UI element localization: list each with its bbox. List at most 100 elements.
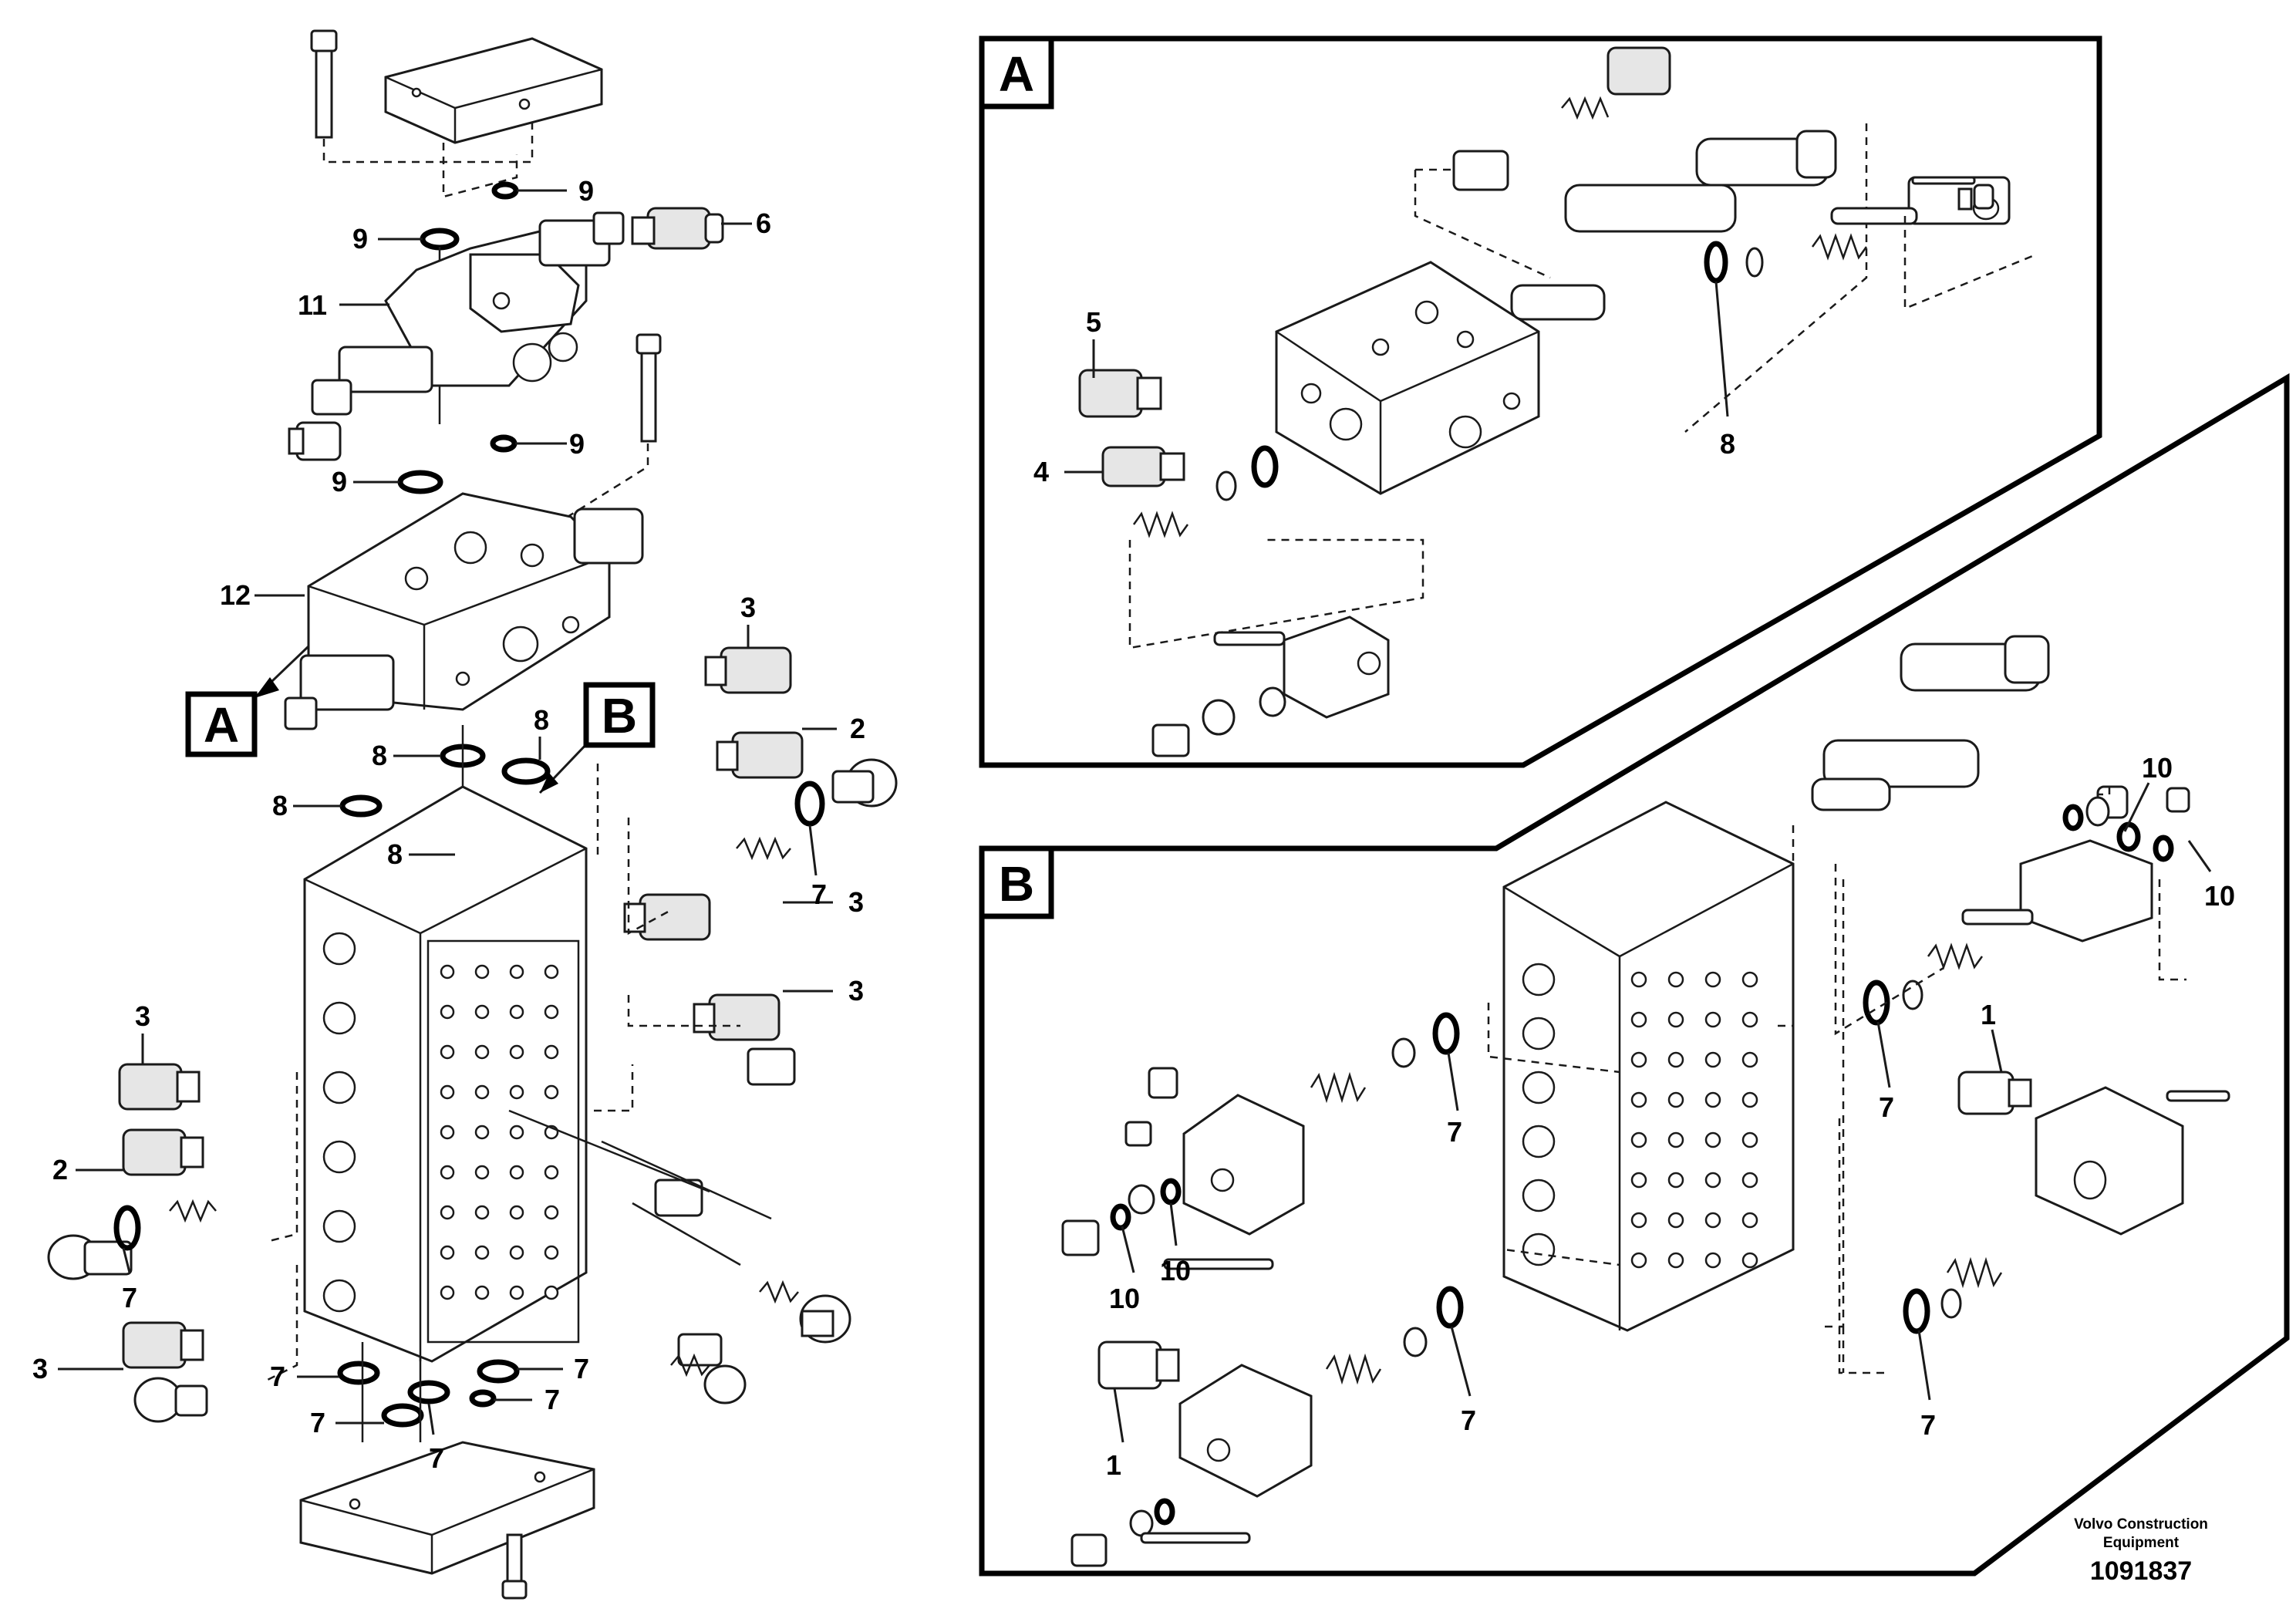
block-port-hole (474, 1084, 490, 1100)
callout-9-c: 9 (569, 428, 585, 460)
block-b-port-hole (1630, 1172, 1647, 1189)
block-large-port (322, 1071, 356, 1104)
callout-1-b-bottom: 1 (1106, 1449, 1121, 1481)
block-port-hole (544, 1084, 559, 1100)
callout-10-b-top: 10 (2142, 752, 2173, 784)
callout-3-bottom-left: 3 (32, 1353, 48, 1384)
callout-2-left: 2 (52, 1154, 68, 1185)
callout-5: 5 (1086, 306, 1101, 338)
main-leaders (58, 189, 837, 1435)
block-b-large-port (1522, 1071, 1556, 1104)
callout-7-left: 7 (122, 1282, 137, 1313)
block-port-hole (544, 1285, 559, 1300)
bottom-cover-plate (299, 1441, 595, 1600)
callout-7-b-bottom: 7 (1461, 1404, 1476, 1436)
block-large-port (322, 1209, 356, 1243)
block-b-port-hole (1741, 1051, 1758, 1068)
block-port-hole (440, 1285, 455, 1300)
block-port-hole (509, 1125, 524, 1140)
block-large-port (322, 932, 356, 966)
block-port-hole (509, 1285, 524, 1300)
block-b-port-hole (1630, 1212, 1647, 1229)
block-port-hole (509, 1084, 524, 1100)
block-port-hole (474, 1205, 490, 1220)
block-b-port-hole (1667, 1051, 1684, 1068)
block-b-port-hole (1704, 1172, 1721, 1189)
callout-7-b-right-lower: 7 (1920, 1409, 1936, 1441)
main-dashed-links (265, 764, 740, 1382)
callout-10-b-left: 10 (1109, 1283, 1140, 1314)
block-port-hole (440, 1165, 455, 1180)
callout-10-b-right: 10 (2204, 880, 2235, 912)
block-port-hole (509, 964, 524, 980)
footer-drawing-number: 1091837 (2090, 1556, 2192, 1586)
main-assembly (47, 29, 898, 1600)
block-large-port (322, 1001, 356, 1035)
block-b-port-hole (1630, 1252, 1647, 1269)
block-large-port (322, 1140, 356, 1174)
block-large-port (322, 1279, 356, 1313)
view-b-leaders (1113, 782, 2212, 1443)
block-port-hole (509, 1245, 524, 1260)
block-port-hole (544, 1004, 559, 1020)
callout-7-bottom-c: 7 (429, 1442, 444, 1474)
view-b-panel: B (979, 373, 2290, 1576)
block-b-port-hole (1667, 1091, 1684, 1108)
block-b-port-hole (1704, 1011, 1721, 1028)
callout-3-left: 3 (135, 1000, 150, 1032)
left-cartridges (47, 1063, 208, 1423)
block-b-port-hole (1741, 1252, 1758, 1269)
view-a-leaders (1064, 281, 1729, 474)
block-b-port-hole (1741, 971, 1758, 988)
block-b-port-hole (1630, 1091, 1647, 1108)
block-port-hole (474, 1125, 490, 1140)
callout-8-b: 8 (372, 740, 387, 771)
view-tag-b-main-label: B (602, 688, 637, 744)
block-port-hole (544, 1165, 559, 1180)
callout-7-right: 7 (811, 878, 827, 910)
block-port-hole (544, 1205, 559, 1220)
cartridge-6 (631, 207, 724, 250)
block-port-hole (440, 1004, 455, 1020)
callout-6: 6 (756, 207, 771, 239)
block-b-large-port (1522, 1179, 1556, 1212)
footer-maker-line2: Equipment (2103, 1535, 2180, 1551)
block-port-hole (474, 1044, 490, 1060)
callout-4: 4 (1033, 456, 1049, 487)
block-port-hole (509, 1205, 524, 1220)
block-b-port-hole (1667, 1212, 1684, 1229)
block-b-large-port (1522, 963, 1556, 996)
block-port-hole (544, 1245, 559, 1260)
block-port-hole (474, 964, 490, 980)
callout-10-b-left-right: 10 (1160, 1255, 1191, 1286)
block-b-port-hole (1630, 1131, 1647, 1148)
callout-8-c: 8 (272, 790, 288, 821)
valve-section-12 (284, 492, 644, 730)
view-tag-b-panel-label: B (999, 856, 1034, 912)
block-b-large-port (1522, 1125, 1556, 1158)
block-b-port-hole (1667, 1011, 1684, 1028)
block-port-hole (440, 1205, 455, 1220)
callout-7-bottom-d: 7 (574, 1353, 589, 1384)
right-cartridges (623, 646, 898, 1404)
block-port-hole (474, 1285, 490, 1300)
block-b-port-hole (1704, 1131, 1721, 1148)
callout-12: 12 (220, 579, 251, 611)
block-b-port-hole (1741, 1011, 1758, 1028)
block-port-hole (509, 1004, 524, 1020)
callout-9-d: 9 (332, 466, 347, 497)
callout-1-b-top: 1 (1981, 999, 1996, 1030)
callout-8-d: 8 (387, 838, 403, 870)
callout-11: 11 (298, 289, 327, 321)
view-tag-b-main: B (583, 682, 656, 748)
block-b-port-hole (1704, 971, 1721, 988)
view-tag-a-main: A (185, 691, 258, 757)
block-b-large-port (1522, 1017, 1556, 1050)
block-b-port-hole (1741, 1212, 1758, 1229)
block-b-port-hole (1741, 1091, 1758, 1108)
block-b-large-port (1522, 1233, 1556, 1266)
valve-section-11 (311, 211, 625, 416)
block-b-port-hole (1667, 1252, 1684, 1269)
block-port-hole (509, 1165, 524, 1180)
block-b-port-hole (1704, 1091, 1721, 1108)
